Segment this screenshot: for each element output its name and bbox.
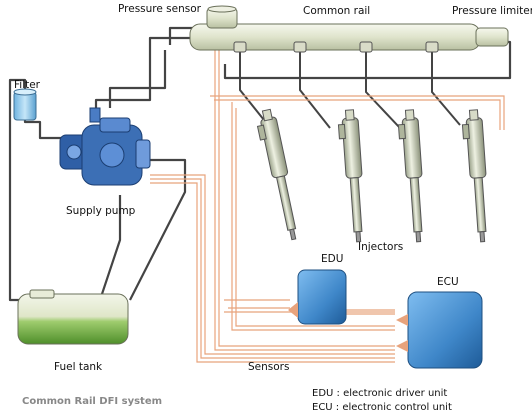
edu-label: EDU [321, 253, 343, 265]
pressure-sensor [206, 5, 238, 29]
injector [256, 108, 297, 241]
diagram-caption: Common Rail DFI system [22, 396, 162, 407]
supply-pump-label: Supply pump [66, 205, 136, 217]
sensors-label: Sensors [248, 361, 289, 373]
fuel-tank [17, 289, 129, 345]
injector [461, 109, 487, 243]
fuel-filter [13, 88, 37, 121]
pressure-limiter [475, 27, 509, 47]
legend-edu: EDU : electronic driver unit [312, 388, 447, 399]
common-rail [189, 23, 509, 53]
pressure-limiter-label: Pressure limiter [452, 5, 532, 17]
pressure-sensor-label: Pressure sensor [118, 3, 202, 15]
sensor-wires [150, 30, 505, 363]
supply-pump [59, 107, 151, 186]
ecu-unit [396, 291, 483, 369]
legend-ecu: ECU : electronic control unit [312, 402, 452, 413]
injectors [256, 108, 487, 243]
injector [397, 109, 423, 243]
fuel-tank-label: Fuel tank [54, 361, 103, 373]
ecu-label: ECU [437, 276, 459, 288]
injector [337, 109, 363, 243]
filter-label: Filter [14, 79, 41, 91]
injector-feed-lines [239, 50, 461, 129]
edu-unit [288, 269, 347, 325]
injectors-label: Injectors [358, 241, 403, 253]
common-rail-label: Common rail [303, 5, 370, 17]
